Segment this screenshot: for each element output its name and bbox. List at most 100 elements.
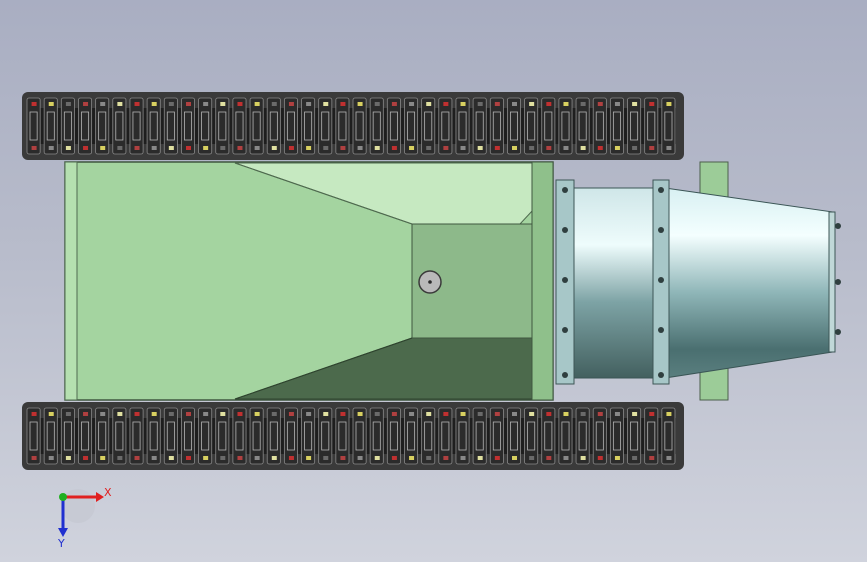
y-axis-label: Y — [57, 537, 65, 550]
flange-bolt — [562, 327, 568, 333]
track-link — [386, 97, 401, 155]
track-link-pad — [630, 111, 639, 141]
drain-port-center — [428, 280, 432, 284]
track-link — [301, 407, 316, 465]
track-link-pad — [304, 421, 313, 451]
track-link-marker — [117, 146, 123, 150]
drum-bolts — [562, 187, 841, 378]
track-link-marker — [31, 102, 37, 106]
track-link-marker — [271, 102, 277, 106]
y-axis-arrow — [58, 528, 68, 537]
track-link-marker — [512, 412, 517, 416]
track-link-marker — [323, 456, 329, 460]
track-link — [112, 407, 127, 465]
track-link — [78, 407, 93, 465]
track-link-marker — [632, 412, 638, 416]
track-link-marker — [391, 412, 397, 416]
track-link-marker — [477, 412, 483, 416]
track-link-pad — [510, 421, 518, 451]
track-link-pad — [407, 111, 416, 141]
track-link-marker — [220, 456, 226, 460]
track-link-marker — [168, 102, 174, 106]
track-link-pad — [492, 111, 501, 141]
track-link-pad — [184, 421, 192, 451]
track-link-marker — [409, 412, 415, 416]
track-link — [352, 407, 367, 465]
track-link — [369, 407, 384, 465]
track-link-pad — [132, 421, 141, 451]
track-link-marker — [614, 412, 620, 416]
track-link-marker — [271, 412, 277, 416]
track-link-pad — [372, 421, 381, 451]
track-link — [198, 407, 213, 465]
track-link — [26, 407, 41, 465]
track-link — [575, 407, 590, 465]
track-link-pad — [149, 421, 158, 451]
track-link-marker — [632, 102, 638, 106]
track-link-marker — [374, 456, 380, 460]
track-link-marker — [340, 412, 346, 416]
track-link — [146, 407, 161, 465]
track-link — [232, 97, 247, 155]
track-link-pad — [166, 421, 175, 451]
track-link — [489, 97, 504, 155]
track-link-marker — [237, 146, 243, 150]
lower-track-links — [26, 407, 676, 465]
flange-bolt — [562, 187, 568, 193]
track-link-marker — [580, 146, 586, 150]
track-link — [661, 97, 676, 155]
track-link — [335, 407, 350, 465]
track-link-marker — [65, 102, 71, 106]
track-link — [301, 97, 316, 155]
track-link-marker — [632, 456, 638, 460]
track-link-marker — [220, 146, 226, 150]
track-link-marker — [65, 146, 71, 150]
track-link-marker — [100, 146, 106, 150]
track-link — [112, 97, 127, 155]
track-link — [644, 97, 659, 155]
track-link-marker — [288, 102, 294, 106]
track-link — [455, 97, 470, 155]
track-link-pad — [29, 421, 38, 451]
track-link-marker — [374, 412, 380, 416]
track-link — [318, 97, 333, 155]
track-link-pad — [132, 111, 141, 141]
track-link-marker — [426, 412, 432, 416]
track-link — [60, 407, 75, 465]
track-link — [335, 97, 350, 155]
track-link-marker — [117, 412, 123, 416]
track-link-marker — [563, 412, 569, 416]
track-link-pad — [115, 421, 124, 451]
track-link-marker — [186, 456, 191, 460]
end-cap-bolt — [835, 329, 841, 335]
track-link — [558, 407, 573, 465]
track-link-marker — [65, 456, 71, 460]
track-link-pad — [218, 111, 227, 141]
track-link-marker — [494, 102, 500, 106]
track-link-pad — [201, 111, 210, 141]
track-link-marker — [580, 456, 586, 460]
track-link-pad — [578, 111, 587, 141]
flange-bolt — [562, 277, 568, 283]
track-link-marker — [494, 146, 500, 150]
track-link-marker — [426, 456, 432, 460]
track-link-marker — [31, 412, 37, 416]
track-link — [524, 407, 539, 465]
track-link-marker — [666, 412, 672, 416]
track-link-pad — [595, 111, 604, 141]
track-link-marker — [546, 102, 552, 106]
track-link-marker — [65, 412, 71, 416]
x-axis-arrow — [96, 492, 104, 502]
track-link-pad — [372, 111, 381, 141]
track-link-marker — [83, 456, 89, 460]
track-link — [541, 407, 556, 465]
track-link-marker — [477, 146, 483, 150]
track-link — [369, 97, 384, 155]
track-link-marker — [168, 456, 174, 460]
hull-edge-lower — [234, 337, 413, 400]
track-link-marker — [340, 456, 346, 460]
track-link-marker — [546, 146, 552, 150]
track-link-marker — [666, 146, 672, 150]
track-link — [592, 407, 607, 465]
